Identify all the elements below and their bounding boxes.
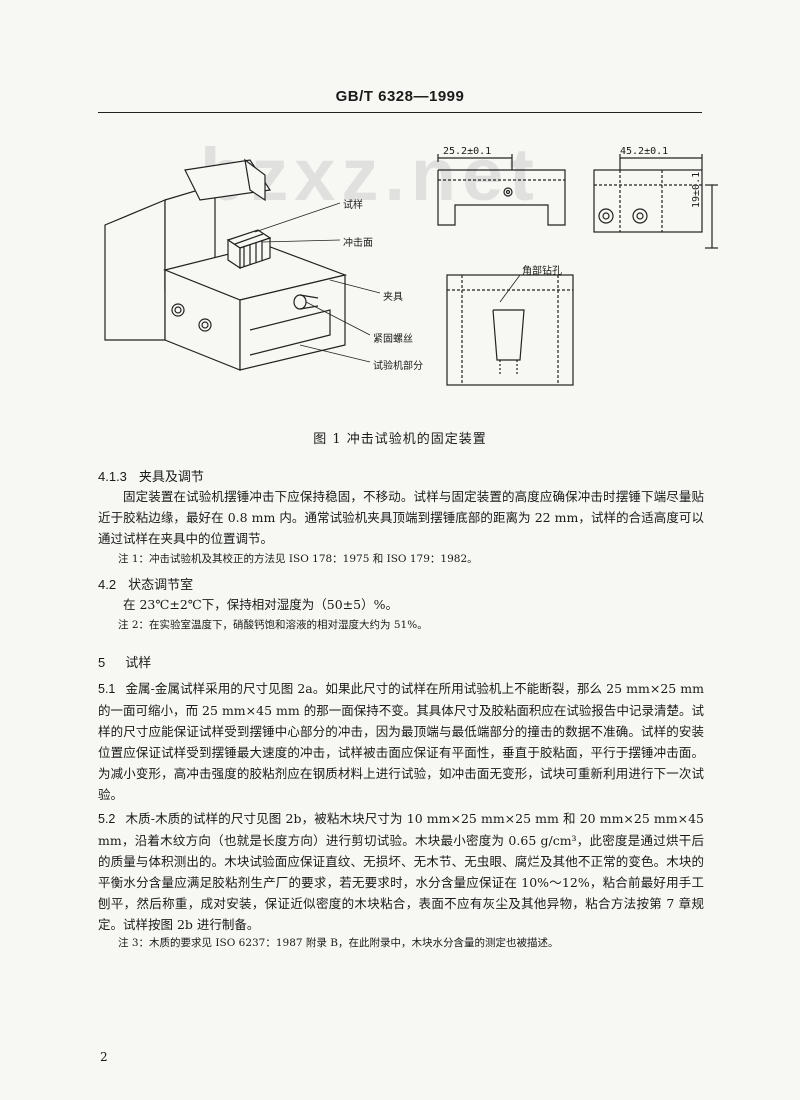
section-4-2-heading: 4.2 状态调节室: [98, 574, 193, 593]
dim-height-right: 19±0.1: [691, 171, 702, 208]
tester-side-block: [104, 199, 166, 341]
callout-impact-face: 冲击面: [343, 238, 373, 249]
dim-width-right: 45.2±0.1: [620, 146, 669, 157]
section-body: 木质-木质的试样的尺寸见图 2b，被粘木块尺寸为 10 mm×25 mm×25 …: [98, 811, 704, 932]
corner-hole-shape: [492, 309, 525, 361]
front-view-right: [593, 169, 703, 233]
figure-1-drawing: [104, 154, 718, 386]
clamp-right: [239, 274, 346, 371]
standard-code-header: GB/T 6328—1999: [335, 88, 465, 105]
callout-clamp: 夹具: [383, 292, 403, 303]
callout-tester-part: 试验机部分: [373, 361, 423, 372]
side-view-left: [437, 169, 566, 226]
section-4-1-3-text: 固定装置在试验机摆锤冲击下应保持稳固，不移动。试样与固定装置的高度应确保冲击时摆…: [98, 489, 704, 546]
page-number: 2: [100, 1050, 108, 1064]
callout-tightening-screw: 紧固螺丝: [373, 334, 413, 345]
note-2: 注 2：在实验室温度下，硝酸钙饱和溶液的相对湿度大约为 51%。: [118, 619, 428, 631]
header-rule: [98, 112, 702, 113]
section-number: 5.1: [98, 682, 116, 696]
figure-1-caption: 图 1 冲击试验机的固定装置: [313, 432, 487, 447]
section-5-heading: 5 试样: [98, 652, 151, 671]
section-4-2-text: 在 23℃±2℃下，保持相对湿度为（50±5）%。: [123, 597, 398, 612]
section-number: 5: [98, 655, 106, 670]
callout-specimen: 试样: [343, 200, 363, 211]
note-1: 注 1：冲击试验机及其校正的方法见 ISO 178：1975 和 ISO 179…: [118, 553, 478, 565]
section-body: 金属-金属试样采用的尺寸见图 2a。如果此尺寸的试样在所用试验机上不能断裂，那么…: [98, 681, 704, 802]
bottom-view: [446, 274, 574, 386]
dim-width-left: 25.2±0.1: [443, 146, 492, 157]
section-title: 状态调节室: [128, 578, 194, 593]
section-number: 5.2: [98, 812, 116, 826]
section-number: 4.2: [98, 577, 117, 592]
section-title: 夹具及调节: [138, 470, 204, 485]
section-4-1-3-heading: 4.1.3 夹具及调节: [98, 466, 204, 485]
callout-corner-hole: 角部钻孔: [522, 266, 562, 277]
tightening-screw: [293, 294, 307, 310]
note-3: 注 3：木质的要求见 ISO 6237：1987 附录 B，在此附录中，木块水分…: [118, 937, 559, 949]
section-title: 试样: [125, 656, 152, 671]
section-number: 4.1.3: [98, 469, 127, 484]
